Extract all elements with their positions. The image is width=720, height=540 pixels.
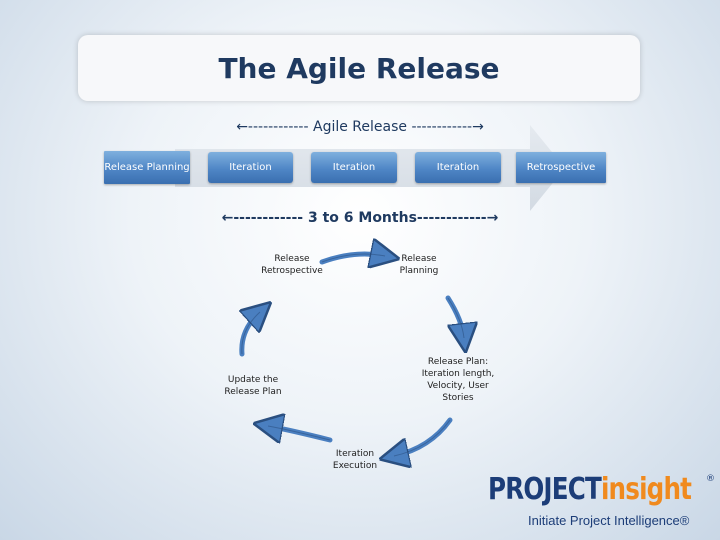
logo-insight-text: insight [600, 472, 692, 507]
release-planning-label: Release Planning [104, 162, 190, 173]
cycle-release-planning: Release Planning [399, 254, 439, 276]
cycle-arrow-right [445, 295, 464, 338]
cycle-release-retrospective: Release Retrospective [261, 254, 323, 276]
cycle-arrow-bottom-right [394, 417, 453, 456]
iteration-label-2: Iteration [332, 162, 376, 173]
iteration-box-3: Iteration [415, 152, 501, 183]
title-box: The Agile Release [78, 35, 640, 101]
iteration-box-2: Iteration [311, 152, 397, 183]
retrospective-box: Retrospective [516, 152, 606, 183]
iteration-label-1: Iteration [229, 162, 272, 173]
logo-tagline: Initiate Project Intelligence® [528, 513, 690, 528]
cycle-iteration-execution: Iteration Execution [332, 449, 378, 471]
agile-release-banner: ←------------ Agile Release ------------… [236, 119, 484, 135]
iteration-label-3: Iteration [436, 162, 480, 173]
iteration-box-1: Iteration [208, 152, 293, 183]
release-planning-box: Release Planning [104, 151, 190, 184]
page-title: The Agile Release [218, 51, 500, 85]
logo-registered-mark: ® [706, 474, 715, 484]
retrospective-label: Retrospective [526, 162, 596, 173]
project-insight-logo: PROJECTinsight ® Initiate Project Intell… [488, 470, 715, 532]
cycle-update-release-plan: Update the Release Plan [224, 375, 282, 397]
logo-wordmark: PROJECTinsight [488, 470, 692, 510]
cycle-release-plan: Release Plan: Iteration length, Velocity… [421, 357, 495, 403]
duration-banner: ←------------ 3 to 6 Months------------→ [221, 210, 499, 226]
cycle-arrow-top [319, 254, 385, 262]
logo-project-text: PROJECT [488, 472, 602, 507]
